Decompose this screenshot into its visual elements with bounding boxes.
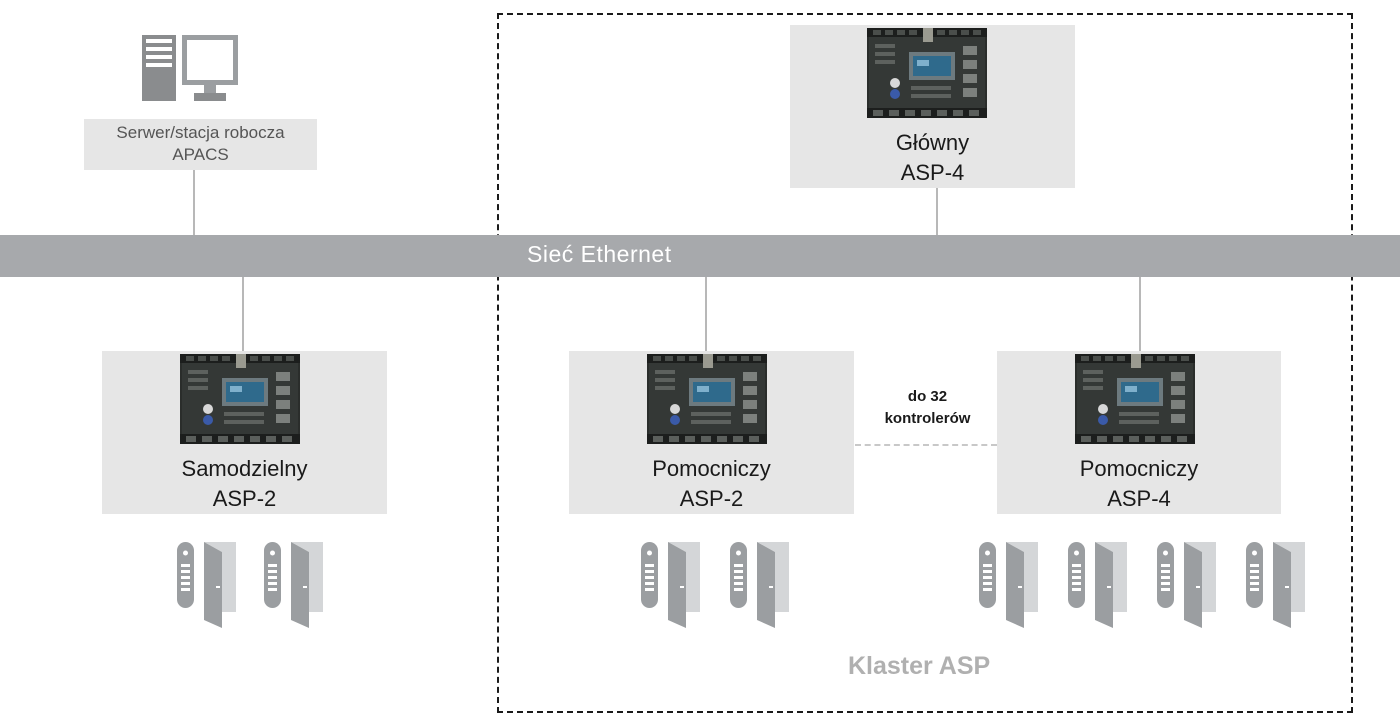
controller-board-icon xyxy=(1075,354,1195,444)
cluster-label: Klaster ASP xyxy=(848,652,991,680)
door-reader-icon xyxy=(1154,540,1234,630)
server-label-box: Serwer/stacja robocza APACS xyxy=(84,119,317,170)
link-label-line2: kontrolerów xyxy=(884,410,971,427)
controller-board-icon xyxy=(647,354,767,444)
door-reader-icon xyxy=(174,540,254,630)
ethernet-network-bar xyxy=(0,235,1400,277)
aux-asp4-connector xyxy=(1139,277,1141,351)
controller-main-line2: ASP-4 xyxy=(900,160,965,185)
server-label-line1: Serwer/stacja robocza xyxy=(116,123,285,142)
ethernet-label: Sieć Ethernet xyxy=(527,241,672,267)
controller-standalone-line2: ASP-2 xyxy=(212,486,277,511)
server-label-line2: APACS xyxy=(172,145,229,164)
controller-main-line1: Główny xyxy=(895,130,970,155)
door-reader-icon xyxy=(976,540,1056,630)
controller-aux-asp2-line1: Pomocniczy xyxy=(652,456,771,481)
controller-link-label: do 32 kontrolerów xyxy=(860,386,995,430)
controller-aux-asp2: Pomocniczy ASP-2 xyxy=(569,351,854,514)
controller-board-icon xyxy=(867,28,987,118)
controller-aux-asp4: Pomocniczy ASP-4 xyxy=(997,351,1281,514)
controller-standalone: Samodzielny ASP-2 xyxy=(102,351,387,514)
door-reader-icon xyxy=(638,540,718,630)
workstation-icon xyxy=(140,33,260,105)
controller-main: Główny ASP-4 xyxy=(790,25,1075,188)
door-reader-icon xyxy=(1065,540,1145,630)
link-label-line1: do 32 xyxy=(907,388,948,405)
standalone-connector xyxy=(242,277,244,351)
controller-board-icon xyxy=(180,354,300,444)
server-connector xyxy=(193,170,195,235)
door-reader-icon xyxy=(727,540,807,630)
controller-aux-asp4-line1: Pomocniczy xyxy=(1079,456,1199,481)
controller-standalone-line1: Samodzielny xyxy=(181,456,308,481)
aux-asp2-connector xyxy=(705,277,707,351)
door-reader-icon xyxy=(1243,540,1323,630)
main-connector xyxy=(936,188,938,235)
door-reader-icon xyxy=(261,540,341,630)
controller-link-line xyxy=(855,444,997,446)
controller-aux-asp2-line2: ASP-2 xyxy=(679,486,744,511)
controller-aux-asp4-line2: ASP-4 xyxy=(1107,486,1171,511)
